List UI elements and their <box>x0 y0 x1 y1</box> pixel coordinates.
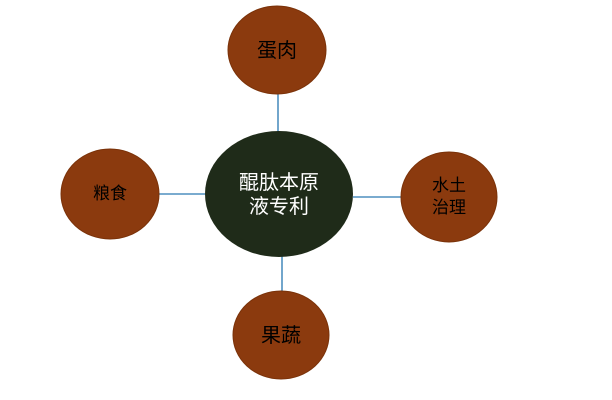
node-top: 蛋肉 <box>227 5 327 95</box>
hub-label-line1: 醌肽本原 <box>239 170 319 194</box>
hub-label-line2: 液专利 <box>249 194 309 218</box>
node-right-shape <box>400 151 498 243</box>
node-left: 粮食 <box>60 148 160 240</box>
node-left-shape <box>60 148 160 240</box>
node-right-label-line1: 水土 <box>432 176 466 196</box>
hub-node-shape <box>205 131 353 257</box>
node-bottom-label: 果蔬 <box>261 323 301 347</box>
node-top-shape <box>227 5 327 95</box>
node-bottom-shape <box>232 290 330 380</box>
node-left-label: 粮食 <box>93 184 127 204</box>
node-right: 水土 治理 <box>400 151 498 243</box>
node-top-label: 蛋肉 <box>257 38 297 62</box>
node-right-label-line2: 治理 <box>432 198 466 218</box>
hub-node: 醌肽本原 液专利 <box>205 131 353 257</box>
node-bottom: 果蔬 <box>232 290 330 380</box>
